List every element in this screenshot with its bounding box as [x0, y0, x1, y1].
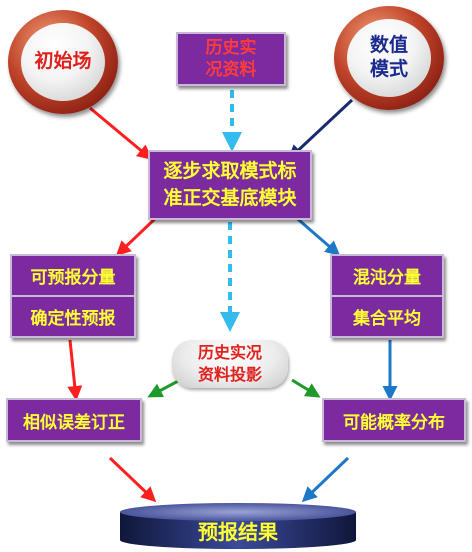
- arrow-module-to-left: [115, 212, 162, 257]
- arrow-correction-to-result: [108, 456, 157, 503]
- forecast-result-label: 预报结果: [198, 519, 278, 544]
- arrow-projection-to-correction: [147, 378, 181, 398]
- deterministic-forecast-label: 确定性预报: [30, 309, 116, 329]
- predictable-component-label: 可预报分量: [12, 256, 134, 297]
- initial-field-node: 初始场: [8, 10, 118, 114]
- similar-error-correction-box: 相似误差订正: [6, 398, 142, 442]
- chaotic-component-label: 混沌分量: [332, 256, 442, 297]
- basis-module-box: 逐步求取模式标 准正交基底模块: [148, 150, 312, 220]
- arrow-projection-to-probability: [291, 378, 321, 398]
- historical-data-box: 历史实 况资料: [176, 32, 286, 86]
- predictable-component-box: 可预报分量 确定性预报: [10, 254, 136, 338]
- forecast-result-cylinder: [120, 503, 356, 549]
- numerical-model-label: 数值 模式: [347, 19, 431, 97]
- historical-projection-pill: 历史实况 资料投影: [172, 340, 288, 388]
- numerical-model-node: 数值 模式: [334, 6, 444, 110]
- ensemble-mean-label: 集合平均: [353, 309, 421, 329]
- initial-field-label: 初始场: [21, 23, 105, 101]
- chaotic-component-box: 混沌分量 集合平均: [330, 254, 444, 338]
- arrow-left-to-correction: [67, 339, 83, 401]
- arrow-initial-to-module: [89, 106, 153, 160]
- arrow-module-to-right: [291, 212, 341, 256]
- probability-distribution-box: 可能概率分布: [322, 398, 466, 442]
- arrow-model-to-module: [287, 98, 354, 161]
- arrow-probability-to-result: [301, 456, 350, 503]
